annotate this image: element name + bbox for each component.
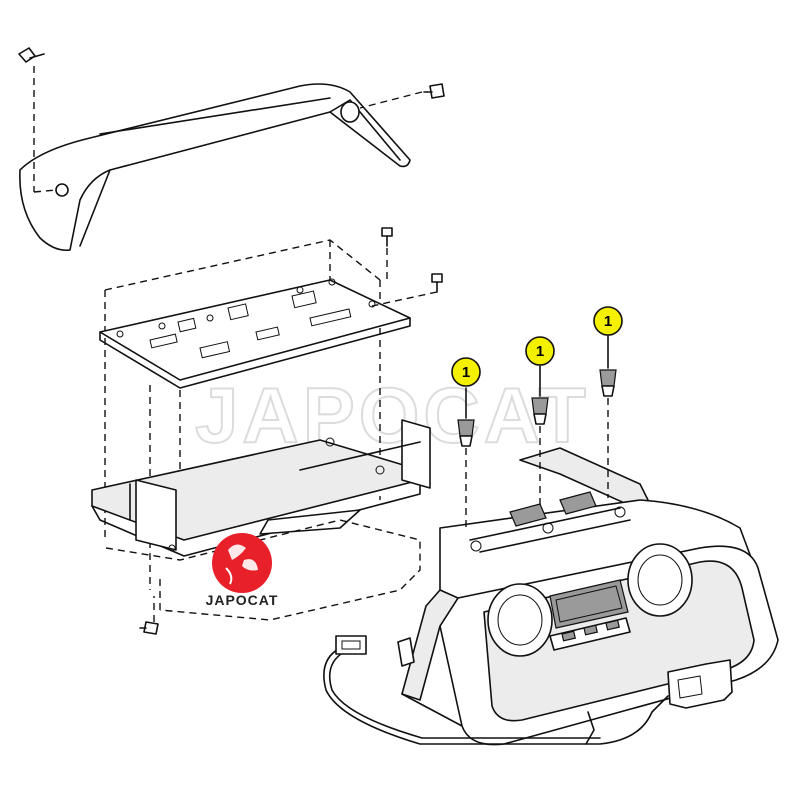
screw-top-left <box>18 47 57 193</box>
logo-text: JAPOCAT <box>206 592 279 608</box>
screw-top-right <box>359 83 445 109</box>
upper-cover <box>19 83 411 252</box>
bracket-plate <box>99 239 411 540</box>
bulb-3 <box>599 335 617 498</box>
bulb-2 <box>531 365 549 510</box>
callout-1-label: 1 <box>462 364 470 381</box>
callout-3-label: 1 <box>604 313 612 330</box>
callout-2: 1 <box>525 336 555 366</box>
callout-3: 1 <box>593 306 623 336</box>
callout-1: 1 <box>451 357 481 387</box>
meter-housing <box>401 447 779 746</box>
japocat-logo: JAPOCAT <box>206 533 279 608</box>
wire-harness <box>323 635 733 745</box>
screw-bottom-left <box>139 596 159 635</box>
lower-frame <box>91 385 431 621</box>
screw-bracket-1 <box>381 227 393 282</box>
bulb-1 <box>457 387 475 530</box>
watermark-text: JAPOCAT <box>195 371 590 459</box>
screw-bracket-2 <box>371 273 443 307</box>
callout-2-label: 1 <box>536 343 544 360</box>
